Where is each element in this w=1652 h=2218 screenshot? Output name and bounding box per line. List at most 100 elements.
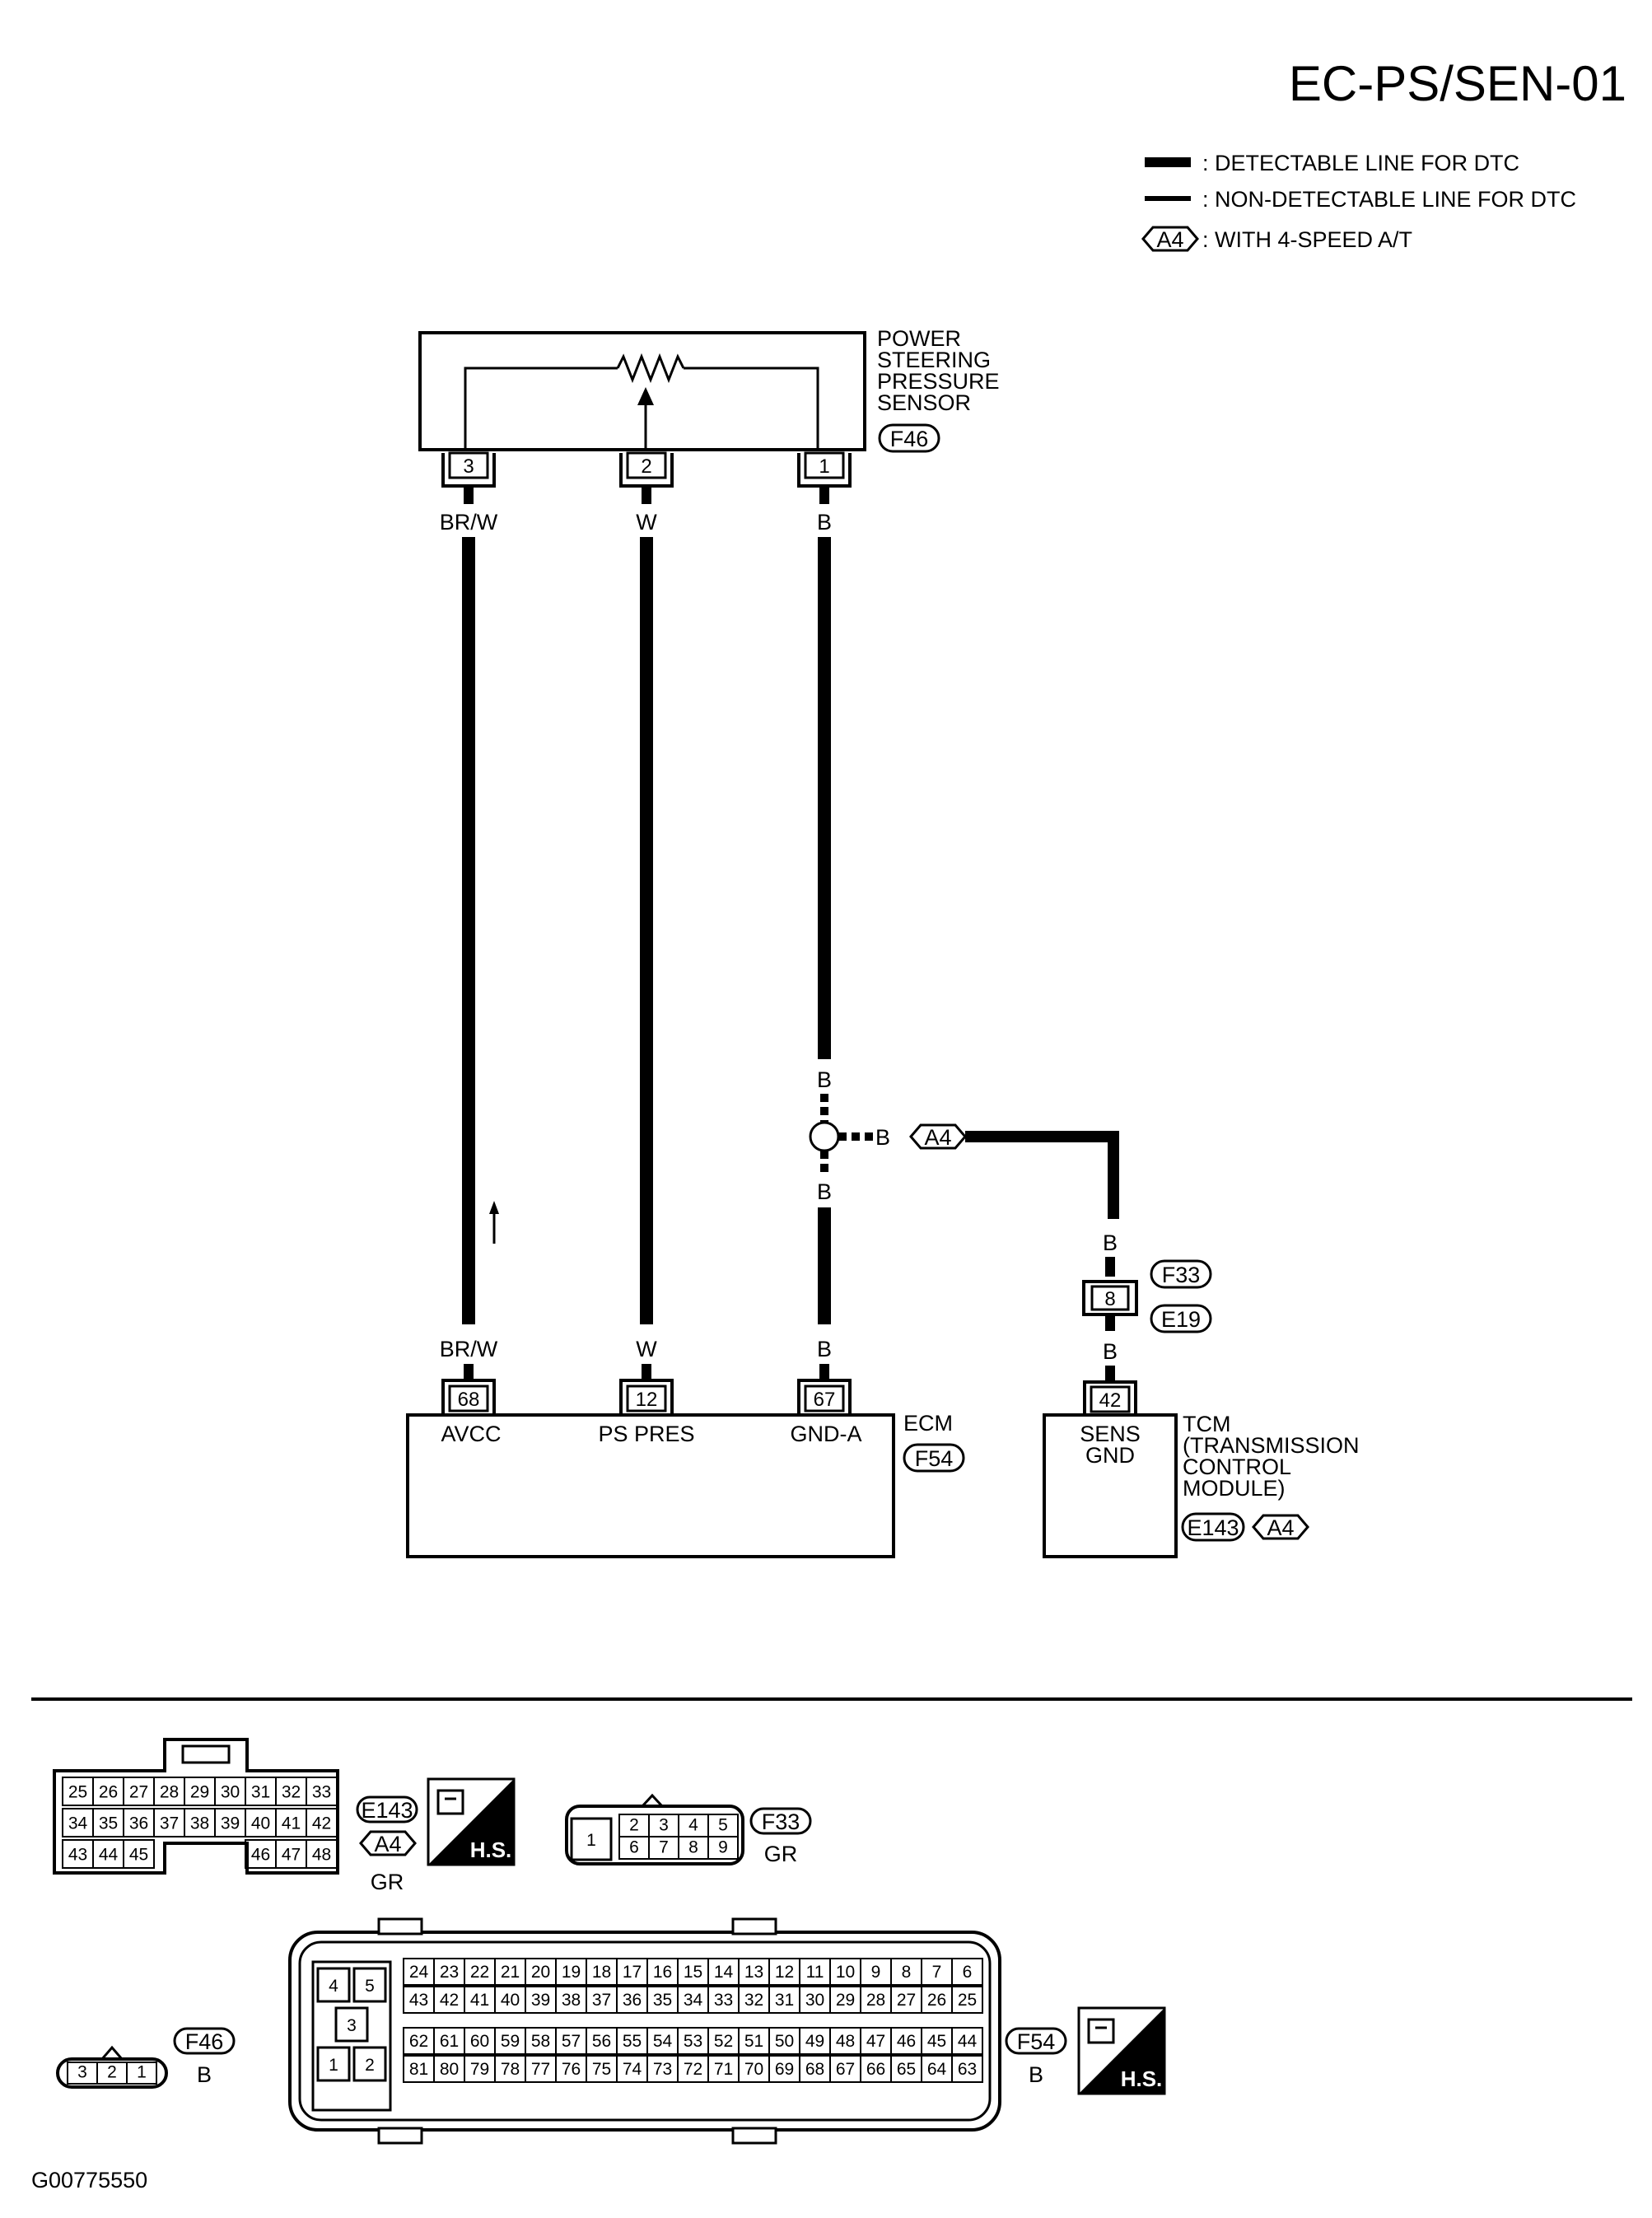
wire-tcm-color-top: B xyxy=(1103,1230,1118,1255)
connector-f54-pin-68: 68 xyxy=(805,2060,824,2079)
a4-hexagon-tag xyxy=(1141,226,1199,252)
connector-f33-pin-6: 6 xyxy=(629,1837,639,1856)
connector-e143-housing xyxy=(53,1738,339,1875)
connector-f33-pin-1: 1 xyxy=(586,1831,596,1850)
connector-f54-pin-70: 70 xyxy=(744,2060,763,2079)
figure-code: G00775550 xyxy=(31,2168,147,2192)
connector-e143-latch xyxy=(181,1744,231,1764)
legend: : DETECTABLE LINE FOR DTC : NON-DETECTAB… xyxy=(1141,151,1576,252)
legend-a4-tag: A4 xyxy=(1156,227,1183,252)
connector-e143-pin-34: 34 xyxy=(68,1814,88,1833)
page-title: EC-PS/SEN-01 xyxy=(1289,56,1626,111)
legend-detectable-text: : DETECTABLE LINE FOR DTC xyxy=(1202,151,1519,175)
connector-f54-pin-43: 43 xyxy=(409,1991,428,2010)
connector-e143-pin-31: 31 xyxy=(251,1782,270,1801)
connector-f54-pin-12: 12 xyxy=(775,1963,794,1982)
wire-tcm-branch: B A4 B B xyxy=(838,1123,1119,1382)
connector-f54-pin-75: 75 xyxy=(592,2060,611,2079)
tcm-name-line-4: MODULE) xyxy=(1183,1476,1286,1501)
wire-gnd-color-top: B xyxy=(817,510,832,535)
ground-splice-joint xyxy=(809,1121,840,1152)
connector-f54-pin-17: 17 xyxy=(623,1963,642,1982)
connector-f54-pin-9: 9 xyxy=(871,1963,881,1982)
connector-f54-color: B xyxy=(1029,2062,1043,2087)
connector-e143-pin-42: 42 xyxy=(312,1814,331,1833)
connector-f54-pin-31: 31 xyxy=(775,1991,794,2010)
connector-f54-pin-1: 1 xyxy=(329,2056,338,2075)
wire-branch-color: B xyxy=(875,1125,890,1150)
joint-top-connector-tag xyxy=(1150,1259,1212,1289)
wire-avcc-color-bottom: BR/W xyxy=(440,1337,498,1361)
connector-f54-pin-39: 39 xyxy=(531,1991,550,2010)
connector-f54-pin-38: 38 xyxy=(562,1991,581,2010)
connector-f54-pin-67: 67 xyxy=(836,2060,855,2079)
tcm-name-line-2: (TRANSMISSION xyxy=(1183,1433,1360,1458)
connector-e143-pin-29: 29 xyxy=(190,1782,209,1801)
connector-f54-pin-37: 37 xyxy=(592,1991,611,2010)
tcm-connector-tag xyxy=(1181,1512,1245,1542)
connector-e143-pin-30: 30 xyxy=(221,1782,240,1801)
sensor-pin-3: 3 xyxy=(441,451,496,488)
sensor-name-line-4: SENSOR xyxy=(877,390,971,415)
connector-e143-pin-32: 32 xyxy=(282,1782,301,1801)
ecm-name: ECM xyxy=(903,1411,953,1436)
connector-f54-hs-text: H.S. xyxy=(1121,2066,1163,2091)
wire-ps-pres-color-bottom: W xyxy=(636,1337,657,1361)
wire-tcm-color-bottom: B xyxy=(1103,1339,1118,1364)
connector-f33-pin-7: 7 xyxy=(659,1837,669,1856)
connector-f54-pin-48: 48 xyxy=(836,2032,855,2051)
connector-e143-id: E143 xyxy=(361,1798,413,1823)
connector-e143-a4-text: A4 xyxy=(374,1832,401,1856)
connector-f54-pin-44: 44 xyxy=(958,2032,978,2051)
connector-f54-pin-55: 55 xyxy=(623,2032,642,2051)
wire-gnd-color-mid-lower: B xyxy=(817,1179,832,1204)
joint-bottom-connector-tag xyxy=(1150,1304,1212,1333)
ecm-pin-67: 67 GND-A xyxy=(791,1379,862,1446)
connector-f33-color: GR xyxy=(764,1842,798,1866)
connector-f54-pin-73: 73 xyxy=(653,2060,672,2079)
connector-f54-pin-20: 20 xyxy=(531,1963,550,1982)
connector-f54-pin-50: 50 xyxy=(775,2032,794,2051)
power-steering-pressure-sensor: POWER STEERING PRESSURE SENSOR F46 xyxy=(418,326,1000,453)
connector-f54-pin-57: 57 xyxy=(562,2032,581,2051)
connector-f54-housing-inner xyxy=(298,1940,992,2122)
joint-pin-number: 8 xyxy=(1104,1288,1115,1310)
connector-f54-pin-36: 36 xyxy=(623,1991,642,2010)
tcm-pin-label-line-2: GND xyxy=(1085,1443,1135,1468)
sensor-pin-2: 2 xyxy=(619,451,674,488)
connector-e143-pin-25: 25 xyxy=(68,1782,87,1801)
wire-gnd: B B B B xyxy=(809,488,840,1380)
connector-f54-pin-6: 6 xyxy=(963,1963,973,1982)
sensor-name-line-2: STEERING xyxy=(877,348,991,372)
connector-f54-pin-66: 66 xyxy=(866,2060,885,2079)
connector-f54-pin-32: 32 xyxy=(744,1991,763,2010)
connector-f54-pin-25: 25 xyxy=(958,1991,977,2010)
wire-avcc: BR/W BR/W xyxy=(440,488,499,1380)
connector-f33-pin-5: 5 xyxy=(718,1815,728,1834)
connector-f54-pin-58: 58 xyxy=(531,2032,550,2051)
tcm-a4-tag-text: A4 xyxy=(1267,1515,1294,1540)
sensor-pin-1: 1 xyxy=(797,451,852,488)
tcm-pin-42: 42 xyxy=(1083,1380,1137,1415)
potentiometer-resistor-icon xyxy=(616,353,685,384)
wire-gnd-color-bottom: B xyxy=(817,1337,832,1361)
connector-f54-pin-19: 19 xyxy=(562,1963,581,1982)
legend-a4-text: : WITH 4-SPEED A/T xyxy=(1202,227,1412,252)
svg-text:2: 2 xyxy=(641,455,651,478)
connector-f33-pin-2: 2 xyxy=(629,1815,639,1834)
connector-f33-id-tag xyxy=(749,1807,812,1835)
connector-e143-pin-26: 26 xyxy=(99,1782,118,1801)
connector-f54-pin-33: 33 xyxy=(714,1991,733,2010)
connector-f54-pin-16: 16 xyxy=(653,1963,672,1982)
connector-e143-pin-38: 38 xyxy=(190,1814,209,1833)
connector-f54-pin-62: 62 xyxy=(409,2032,428,2051)
sensor-connector-id: F46 xyxy=(890,427,929,451)
wire-gnd-color-mid-upper: B xyxy=(817,1067,832,1092)
connector-f33-id: F33 xyxy=(762,1809,800,1834)
svg-text:42: 42 xyxy=(1099,1389,1122,1412)
connector-f54-pin-13: 13 xyxy=(744,1963,763,1982)
tcm-body xyxy=(1043,1413,1178,1558)
